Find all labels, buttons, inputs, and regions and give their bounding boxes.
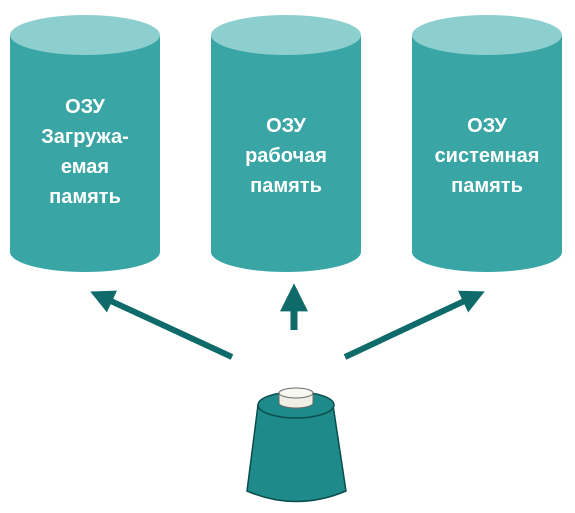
arrow-icon [90,290,234,360]
label-line: ОЗУ [266,115,306,137]
cylinder-label: ОЗУ рабочая память [211,111,361,201]
label-line: память [451,175,523,197]
label-line: ОЗУ [65,96,105,118]
cylinder-icon [10,15,160,272]
label-line: рабочая [245,145,327,167]
cylinder-icon [211,15,361,272]
label-line: Загружа- [41,126,129,148]
spool-icon [246,387,347,503]
cylinder-label: ОЗУ системная память [412,111,562,201]
cylinder-label: ОЗУ Загружа- емая память [10,92,160,212]
label-line: память [250,175,322,197]
label-line: память [49,186,121,208]
label-line: системная [434,145,540,167]
label-line: емая [60,156,110,178]
label-line: ОЗУ [467,115,507,137]
arrow-icon [343,290,485,360]
cylinder-icon [412,15,562,272]
